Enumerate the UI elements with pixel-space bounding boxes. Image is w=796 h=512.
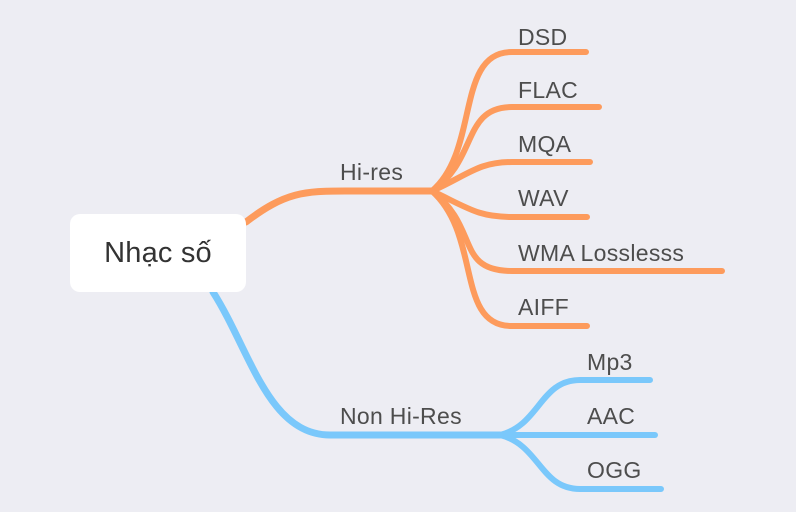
subtopic-dsd[interactable]: DSD — [518, 24, 568, 50]
subtopic-mqa[interactable]: MQA — [518, 131, 572, 157]
subtopic-ogg[interactable]: OGG — [587, 457, 642, 483]
hi-res-to-aiff-connector — [429, 188, 590, 329]
topic-hi-res[interactable]: Hi-res — [340, 159, 404, 185]
subtopic-flac[interactable]: FLAC — [518, 77, 578, 103]
non-hi-res-to-mp3-connector — [497, 377, 653, 438]
subtopic-wma-lossless[interactable]: WMA Losslesss — [518, 240, 685, 266]
hi-res-to-dsd-connector — [429, 49, 589, 194]
non-hi-res-to-ogg-connector — [497, 432, 664, 492]
hi-res-to-mqa-connector — [429, 159, 593, 194]
root-topic-node[interactable]: Nhạc số — [70, 214, 246, 292]
subtopic-aiff[interactable]: AIFF — [518, 294, 570, 320]
non-hi-res-trunk-connector — [209, 288, 504, 439]
root-topic-label: Nhạc số — [104, 236, 212, 269]
topic-non-hi-res[interactable]: Non Hi-Res — [340, 403, 462, 429]
hi-res-to-wav-connector — [429, 188, 590, 220]
hi-res-to-flac-connector — [429, 104, 602, 194]
subtopic-mp3[interactable]: Mp3 — [587, 349, 633, 375]
hi-res-trunk-connector — [242, 187, 436, 226]
subtopic-aac[interactable]: AAC — [587, 403, 636, 429]
subtopic-wav[interactable]: WAV — [518, 185, 569, 211]
